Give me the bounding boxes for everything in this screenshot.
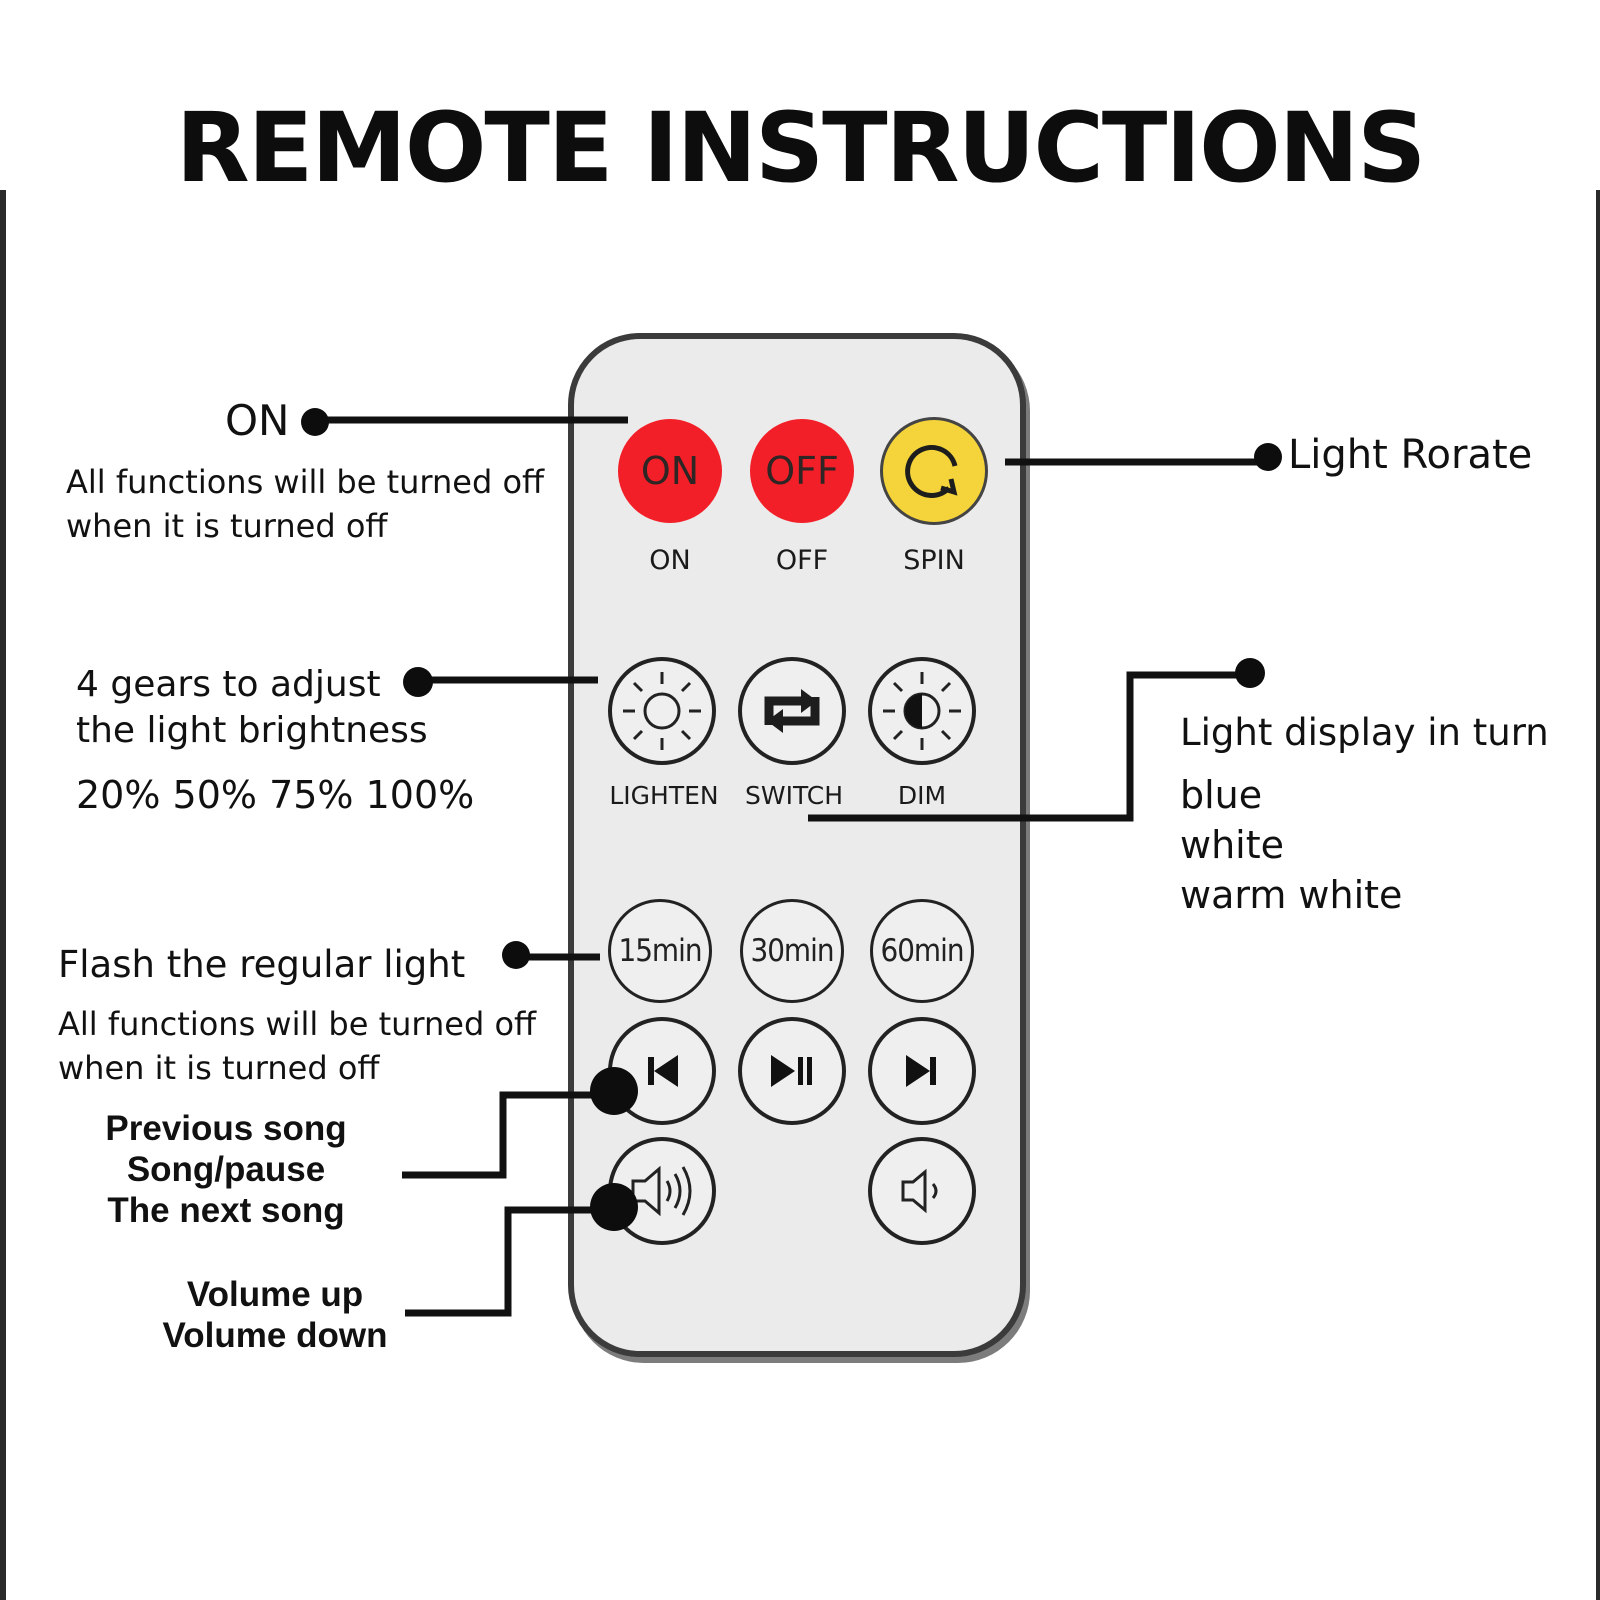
repeat-icon bbox=[764, 689, 820, 733]
brightness-dot bbox=[403, 667, 433, 697]
brightness-annotation-1: 4 gears to adjust bbox=[76, 664, 381, 705]
timer-30min-text: 30min bbox=[750, 933, 834, 969]
next-icon bbox=[906, 1055, 936, 1087]
volume-annotation-2: Volume down bbox=[162, 1316, 388, 1355]
volume-down-icon bbox=[901, 1168, 938, 1214]
right-edge-bar bbox=[1596, 190, 1600, 1600]
display-annotation-title: Light display in turn bbox=[1180, 711, 1549, 754]
display-annotation-2: white bbox=[1180, 823, 1284, 867]
songs-annotation-2: Song/pause bbox=[126, 1150, 326, 1189]
dim-button[interactable] bbox=[868, 657, 976, 765]
lighten-label: LIGHTEN bbox=[609, 781, 719, 810]
page-title: REMOTE INSTRUCTIONS bbox=[175, 92, 1426, 204]
sun-bright-icon bbox=[623, 672, 701, 750]
on-dot bbox=[301, 408, 329, 436]
left-edge-bar bbox=[0, 190, 6, 1600]
display-leader-line bbox=[808, 671, 1250, 822]
timer-15min-button[interactable]: 15min bbox=[608, 899, 712, 1003]
on-label: ON bbox=[649, 545, 691, 576]
volume-dot bbox=[590, 1183, 638, 1231]
off-label: OFF bbox=[775, 545, 829, 576]
on-annotation-desc-1: All functions will be turned off bbox=[66, 463, 545, 501]
on-button[interactable]: ON bbox=[618, 419, 722, 523]
timer-30min-button[interactable]: 30min bbox=[740, 899, 844, 1003]
switch-button[interactable] bbox=[738, 657, 846, 765]
volume-leader-line bbox=[405, 1206, 600, 1317]
rotate-dot bbox=[1254, 443, 1282, 471]
next-song-button[interactable] bbox=[868, 1017, 976, 1125]
on-button-text: ON bbox=[640, 449, 700, 493]
switch-label: SWITCH bbox=[744, 781, 844, 810]
timer-60min-button[interactable]: 60min bbox=[870, 899, 974, 1003]
spin-label: SPIN bbox=[903, 545, 965, 576]
timer-60min-text: 60min bbox=[880, 933, 964, 969]
rotate-icon bbox=[905, 444, 958, 498]
timer-15min-text: 15min bbox=[618, 933, 702, 969]
lighten-button[interactable] bbox=[608, 657, 716, 765]
on-annotation-desc-2: when it is turned off bbox=[66, 507, 388, 545]
display-annotation-3: warm white bbox=[1180, 873, 1403, 917]
songs-leader-line bbox=[402, 1091, 600, 1179]
spin-button[interactable] bbox=[880, 417, 988, 525]
display-annotation-1: blue bbox=[1180, 773, 1263, 817]
volume-up-icon bbox=[631, 1165, 692, 1217]
on-annotation-title: ON bbox=[225, 396, 290, 445]
brightness-annotation-2: the light brightness bbox=[76, 710, 428, 751]
remote-control: ON OFF ON OFF SPIN bbox=[568, 333, 1026, 1357]
volume-down-button[interactable] bbox=[868, 1137, 976, 1245]
play-pause-icon bbox=[771, 1055, 812, 1087]
display-dot bbox=[1235, 658, 1265, 688]
flash-annotation-desc-1: All functions will be turned off bbox=[58, 1005, 537, 1043]
play-pause-button[interactable] bbox=[738, 1017, 846, 1125]
previous-icon bbox=[648, 1055, 678, 1087]
off-button-text: OFF bbox=[765, 449, 839, 493]
dim-label: DIM bbox=[897, 781, 947, 810]
songs-annotation-1: Previous song bbox=[105, 1109, 347, 1148]
songs-dot bbox=[590, 1067, 638, 1115]
sun-dim-icon bbox=[883, 672, 961, 750]
off-button[interactable]: OFF bbox=[750, 419, 854, 523]
volume-annotation-1: Volume up bbox=[186, 1275, 364, 1314]
flash-annotation-title: Flash the regular light bbox=[58, 943, 466, 986]
brightness-annotation-3: 20% 50% 75% 100% bbox=[76, 773, 475, 817]
songs-annotation-3: The next song bbox=[107, 1191, 345, 1230]
flash-dot bbox=[502, 941, 530, 969]
rotate-annotation: Light Rorate bbox=[1288, 432, 1533, 478]
flash-annotation-desc-2: when it is turned off bbox=[58, 1049, 380, 1087]
